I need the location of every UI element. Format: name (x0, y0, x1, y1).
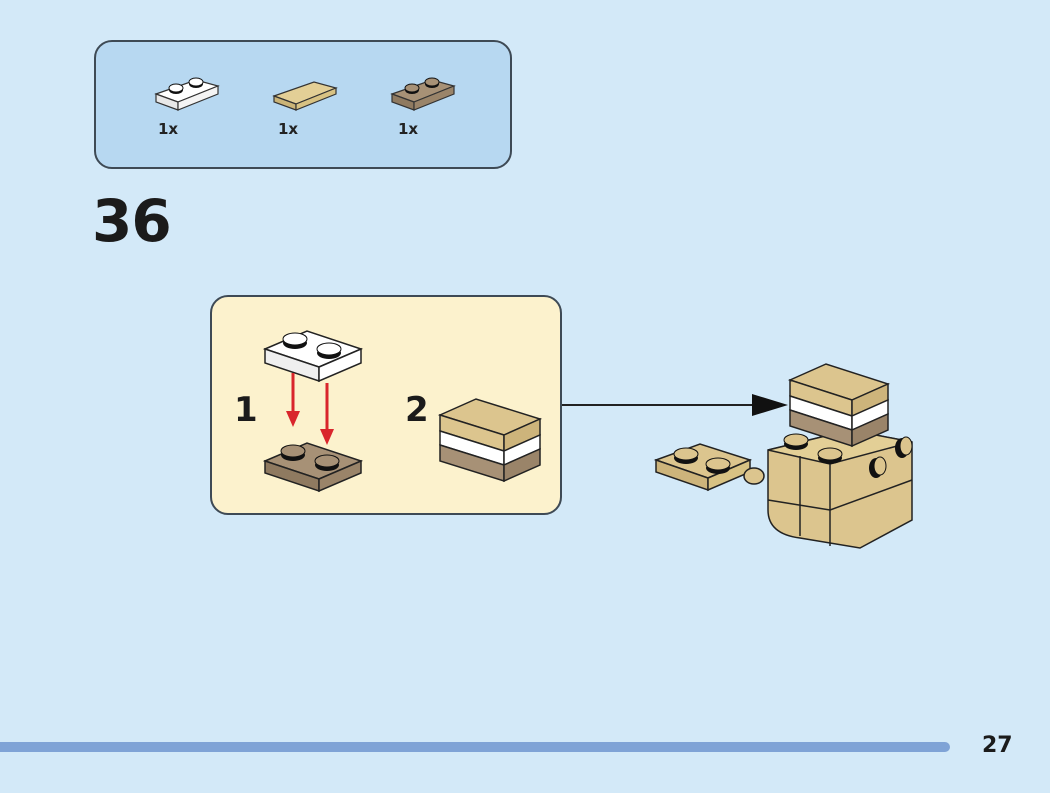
page-number: 27 (982, 733, 1013, 758)
plate-1x2-dark-tan-icon (390, 77, 456, 111)
part-item: 1x (386, 72, 476, 152)
part-quantity: 1x (278, 120, 299, 138)
part-quantity: 1x (158, 120, 179, 138)
part-item: 1x (146, 72, 236, 152)
progress-bar (0, 742, 950, 752)
part-quantity: 1x (398, 120, 419, 138)
subassembly-callout: 1 2 (210, 295, 562, 515)
callout-arrow-icon (562, 394, 788, 416)
substep-number: 2 (405, 390, 429, 430)
model-illustration (653, 363, 913, 549)
substep-number: 1 (234, 390, 258, 430)
substep-2-illustration (437, 398, 543, 483)
plate-1x2-white-icon (154, 77, 220, 111)
tile-1x2-tan-icon (272, 81, 338, 111)
red-arrow-icon (320, 383, 334, 445)
red-arrow-icon (286, 373, 300, 427)
substep-1-illustration (262, 330, 364, 493)
step-number: 36 (92, 187, 172, 255)
parts-list-box: 1x 1x 1x (94, 40, 512, 169)
part-item: 1x (266, 72, 356, 152)
